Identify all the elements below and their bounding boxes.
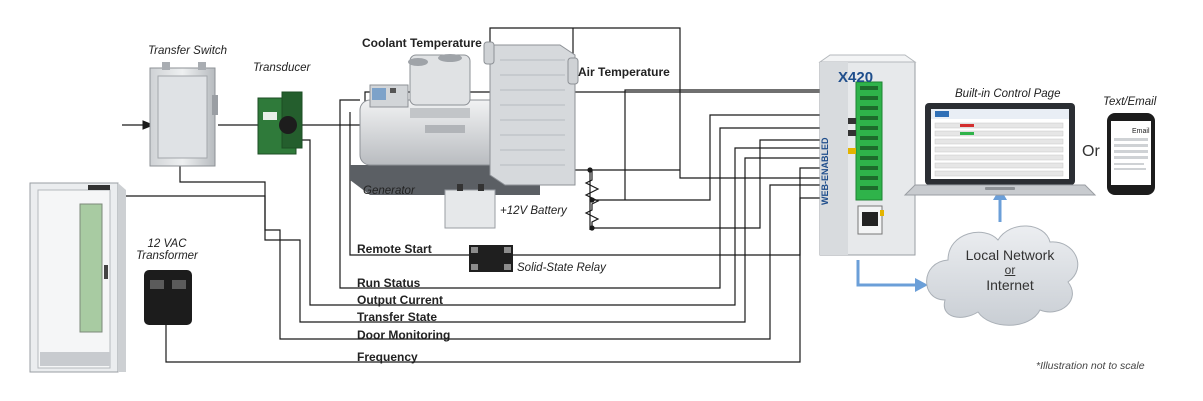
label-air-temperature: Air Temperature	[578, 65, 670, 79]
air-sensor-wire	[624, 89, 860, 200]
wires	[115, 27, 860, 363]
transfer-state-wire	[179, 157, 860, 323]
label-solid-state-relay: Solid-State Relay	[517, 262, 606, 274]
label-net-or: or	[1004, 263, 1016, 277]
battery	[444, 184, 496, 229]
network-cloud	[926, 225, 1079, 326]
label-coolant-temperature: Coolant Temperature	[362, 36, 482, 50]
label-transformer: 12 VAC Transformer	[128, 238, 206, 262]
label-transfer-switch: Transfer Switch	[148, 45, 228, 57]
device-logo: X420	[838, 69, 873, 86]
network-arrowhead	[915, 278, 928, 292]
laptop	[903, 103, 1097, 196]
footnote: *Illustration not to scale	[1036, 360, 1145, 372]
label-remote-start: Remote Start	[357, 242, 432, 256]
label-output-current: Output Current	[357, 293, 443, 307]
divider-wire-1	[592, 114, 860, 201]
label-generator: Generator	[363, 185, 415, 197]
label-local-network: Local Network	[965, 247, 1055, 263]
label-internet: Internet	[986, 277, 1034, 293]
label-transformer-line2: Transformer	[136, 250, 198, 262]
device-side-label: WEB-ENABLED	[820, 137, 830, 205]
phone-email-label: Email	[1132, 128, 1150, 135]
label-transfer-state: Transfer State	[357, 310, 438, 324]
phone: Email	[1107, 113, 1155, 195]
junction-dots	[587, 167, 595, 231]
label-or: Or	[1082, 143, 1100, 160]
label-run-status: Run Status	[357, 276, 421, 290]
door	[29, 182, 126, 373]
transformer	[144, 270, 192, 325]
label-frequency: Frequency	[357, 350, 418, 364]
resistor-divider	[584, 170, 600, 228]
divider-wire-2	[592, 139, 860, 229]
label-door-monitoring: Door Monitoring	[357, 328, 451, 342]
cloud-label: Local Network or Internet	[950, 247, 1070, 293]
solid-state-relay	[469, 245, 513, 272]
generator	[350, 41, 576, 195]
run-status-wire	[339, 99, 860, 289]
label-transducer: Transducer	[253, 62, 311, 74]
air-temp-sensor	[567, 57, 579, 85]
label-transformer-line1: 12 VAC	[147, 238, 187, 250]
coolant-wire	[489, 27, 860, 179]
frequency-wire	[165, 197, 860, 363]
label-battery: +12V Battery	[500, 205, 567, 217]
transfer-switch	[149, 62, 218, 167]
label-control-page: Built-in Control Page	[955, 88, 1061, 100]
label-text-email: Text/Email	[1103, 96, 1157, 108]
x420-device: WEB-ENABLED X420	[818, 54, 917, 256]
transducer	[257, 91, 303, 155]
remote-start-wire	[349, 112, 470, 256]
door-wire	[115, 184, 860, 340]
network-link	[856, 260, 915, 287]
